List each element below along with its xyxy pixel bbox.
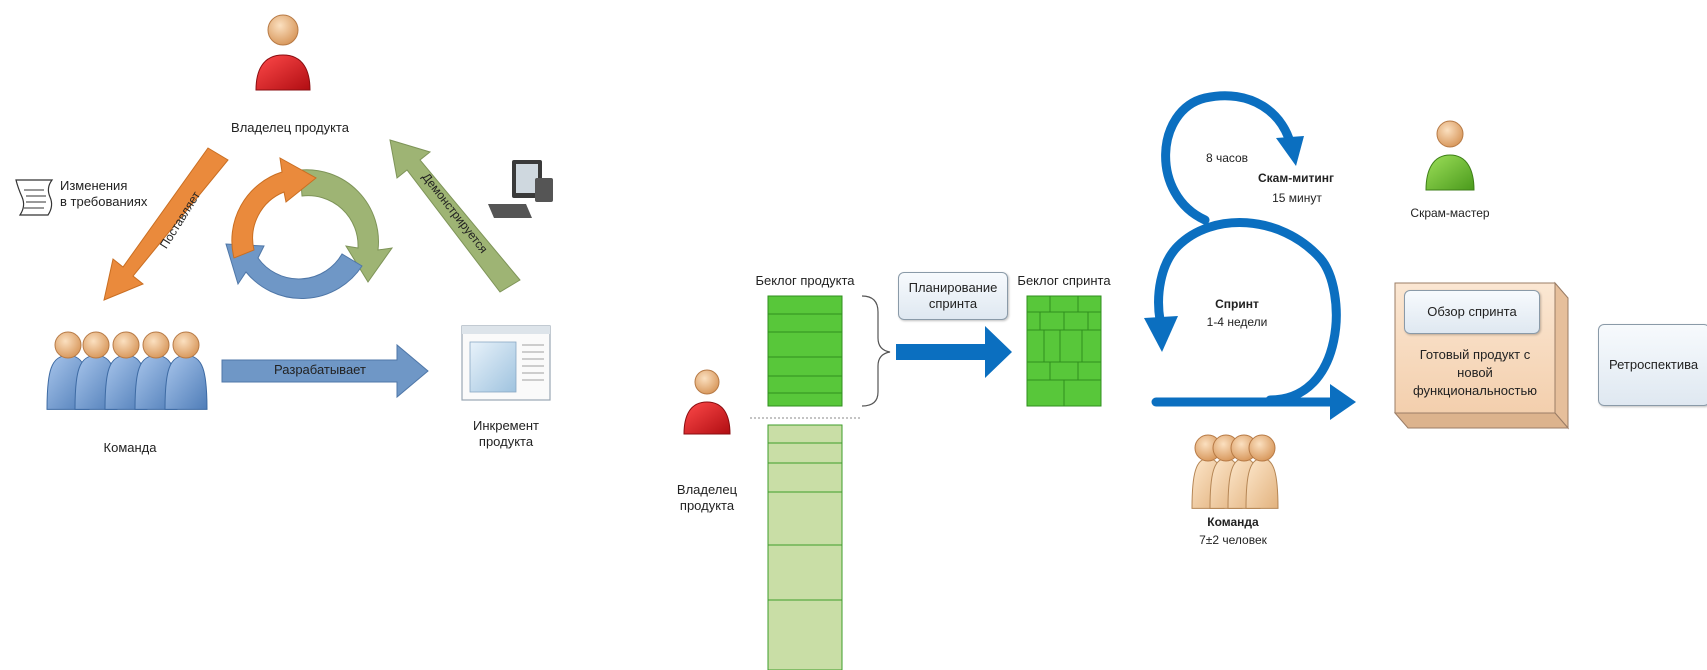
team-label: Команда xyxy=(103,440,157,455)
computer-icon xyxy=(488,160,553,218)
product-owner-right-person-icon xyxy=(683,369,731,435)
team-member-icon xyxy=(164,331,208,410)
daily-scrum-loop xyxy=(1161,91,1304,225)
team-size-label: 7±2 человек xyxy=(1199,533,1267,547)
retrospective-button[interactable]: Ретроспектива xyxy=(1598,324,1707,406)
scrum-meeting-duration: 15 минут xyxy=(1272,191,1322,205)
hours-label: 8 часов xyxy=(1205,151,1249,165)
product-owner-person-icon xyxy=(255,14,311,91)
requirements-document-icon xyxy=(15,179,54,216)
ready-product-label: Готовый продукт с новой функциональность… xyxy=(1412,347,1537,398)
sprint-review-button[interactable]: Обзор спринта xyxy=(1404,290,1540,334)
team-member-icon xyxy=(1245,434,1279,509)
sprint-loop xyxy=(1144,218,1356,420)
product-owner-label: Владелец продукта xyxy=(231,120,349,135)
sprint-label: Спринт xyxy=(1215,297,1259,311)
scrum-master-person-icon xyxy=(1425,120,1475,191)
product-backlog-label: Беклог продукта xyxy=(755,273,855,288)
team-right-label: Команда xyxy=(1207,515,1259,529)
team-right-people-icon xyxy=(1191,434,1279,509)
requirements-changes-label: Изменения в требованиях xyxy=(60,178,148,209)
demonstrated-arrow xyxy=(389,139,521,293)
sprint-planning-arrow xyxy=(896,326,1012,378)
backlog-brace xyxy=(861,295,891,407)
iteration-cycle-icon xyxy=(225,157,394,299)
sprint-planning-box: Планирование спринта xyxy=(898,272,1008,320)
product-increment-label: Инкремент продукта xyxy=(473,418,539,449)
develops-arrow xyxy=(221,343,429,399)
product-backlog-stack xyxy=(767,295,843,407)
sprint-backlog-stack xyxy=(1026,295,1102,407)
supplies-arrow xyxy=(103,147,229,301)
scrum-master-label: Скрам-мастер xyxy=(1410,206,1490,220)
product-backlog-lower-stack xyxy=(767,424,843,670)
sprint-backlog-label: Беклог спринта xyxy=(1017,273,1111,288)
develops-label: Разрабатывает xyxy=(274,362,366,377)
scrum-meeting-label: Скам-митинг xyxy=(1258,171,1334,185)
product-owner-right-label: Владелец продукта xyxy=(676,482,738,513)
sprint-duration: 1-4 недели xyxy=(1206,315,1268,329)
product-increment-icon xyxy=(461,325,551,401)
team-people-icon xyxy=(46,331,208,410)
